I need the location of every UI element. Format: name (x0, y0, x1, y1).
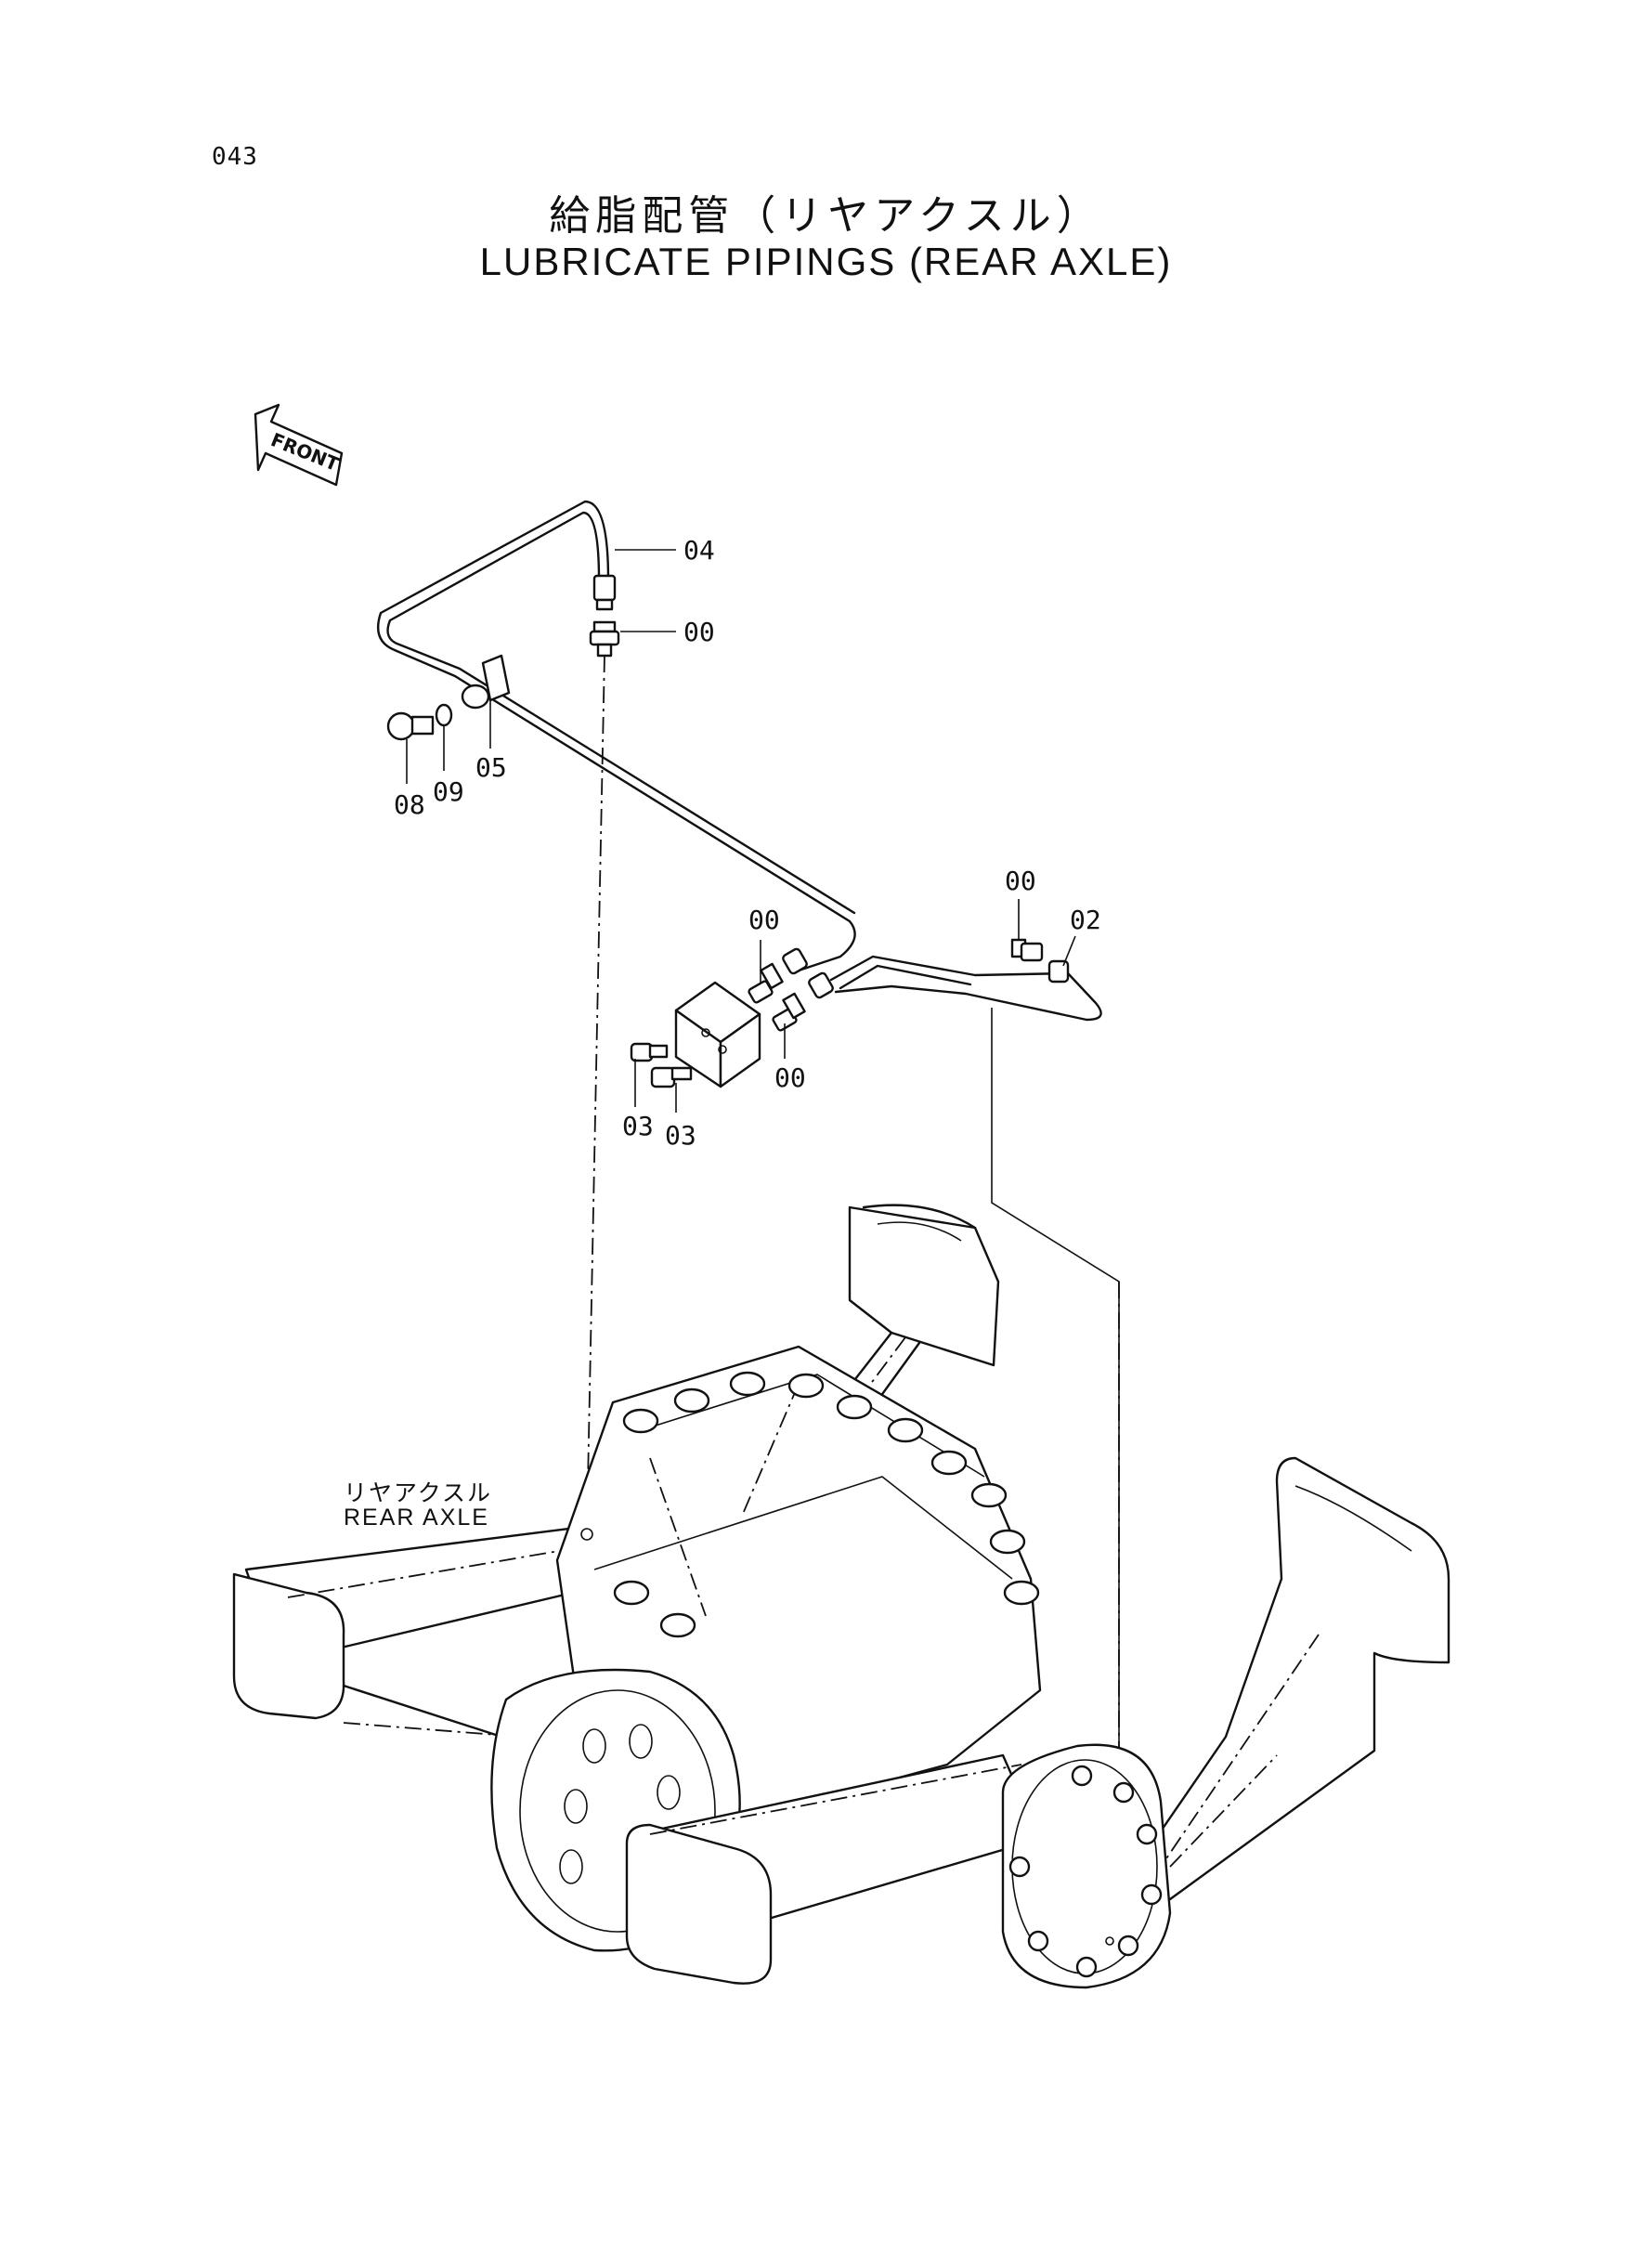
fitting-02-end (1010, 938, 1044, 962)
callout-00-top: 00 (683, 617, 715, 647)
callouts: 04 00 05 08 09 00 00 02 00 03 03 (394, 535, 1101, 1151)
washer-09 (435, 703, 453, 727)
clamp-05 (461, 654, 511, 710)
leader-lines (406, 549, 1076, 1113)
nut-upper (782, 947, 808, 975)
pipe-02 (829, 955, 1102, 1022)
rear-axle-label-jp: リヤアクスル (344, 1480, 493, 1506)
callout-00-block-upper: 00 (748, 905, 780, 935)
front-arrow-icon: FRONT (254, 403, 344, 487)
callout-00-block-lower: 00 (774, 1062, 806, 1093)
bolt-08 (386, 711, 435, 741)
title-japanese: 給脂配管（リヤアクスル） (549, 192, 1103, 240)
front-arrow-label: FRONT (267, 428, 342, 476)
callout-03b: 03 (665, 1120, 696, 1151)
pipe-04 (376, 500, 856, 972)
lube-point (580, 1528, 593, 1541)
fitting-block-lower (772, 992, 806, 1032)
grease-fitting-top (589, 620, 620, 658)
end-flange-bolts (1008, 1765, 1163, 1978)
rear-axle-label-en: REAR AXLE (344, 1505, 489, 1531)
carrier-bolts (613, 1371, 1040, 1638)
fitting-block-upper (748, 962, 784, 1004)
callout-05: 05 (475, 752, 507, 783)
callout-03a: 03 (622, 1111, 654, 1141)
callout-00-pipe02: 00 (1005, 866, 1036, 896)
distribution-block (674, 981, 761, 1088)
callout-04: 04 (683, 535, 715, 566)
grease-nipple-03a (630, 1042, 669, 1062)
callout-02: 02 (1070, 905, 1101, 935)
callout-08: 08 (394, 789, 425, 820)
callout-09: 09 (433, 776, 464, 807)
grease-nipple-03b (650, 1066, 693, 1088)
nut-lower (808, 971, 834, 999)
page-number: 043 (212, 143, 258, 171)
rear-axle-housing (232, 1204, 1450, 1989)
title-english: LUBRICATE PIPINGS (REAR AXLE) (479, 240, 1173, 283)
